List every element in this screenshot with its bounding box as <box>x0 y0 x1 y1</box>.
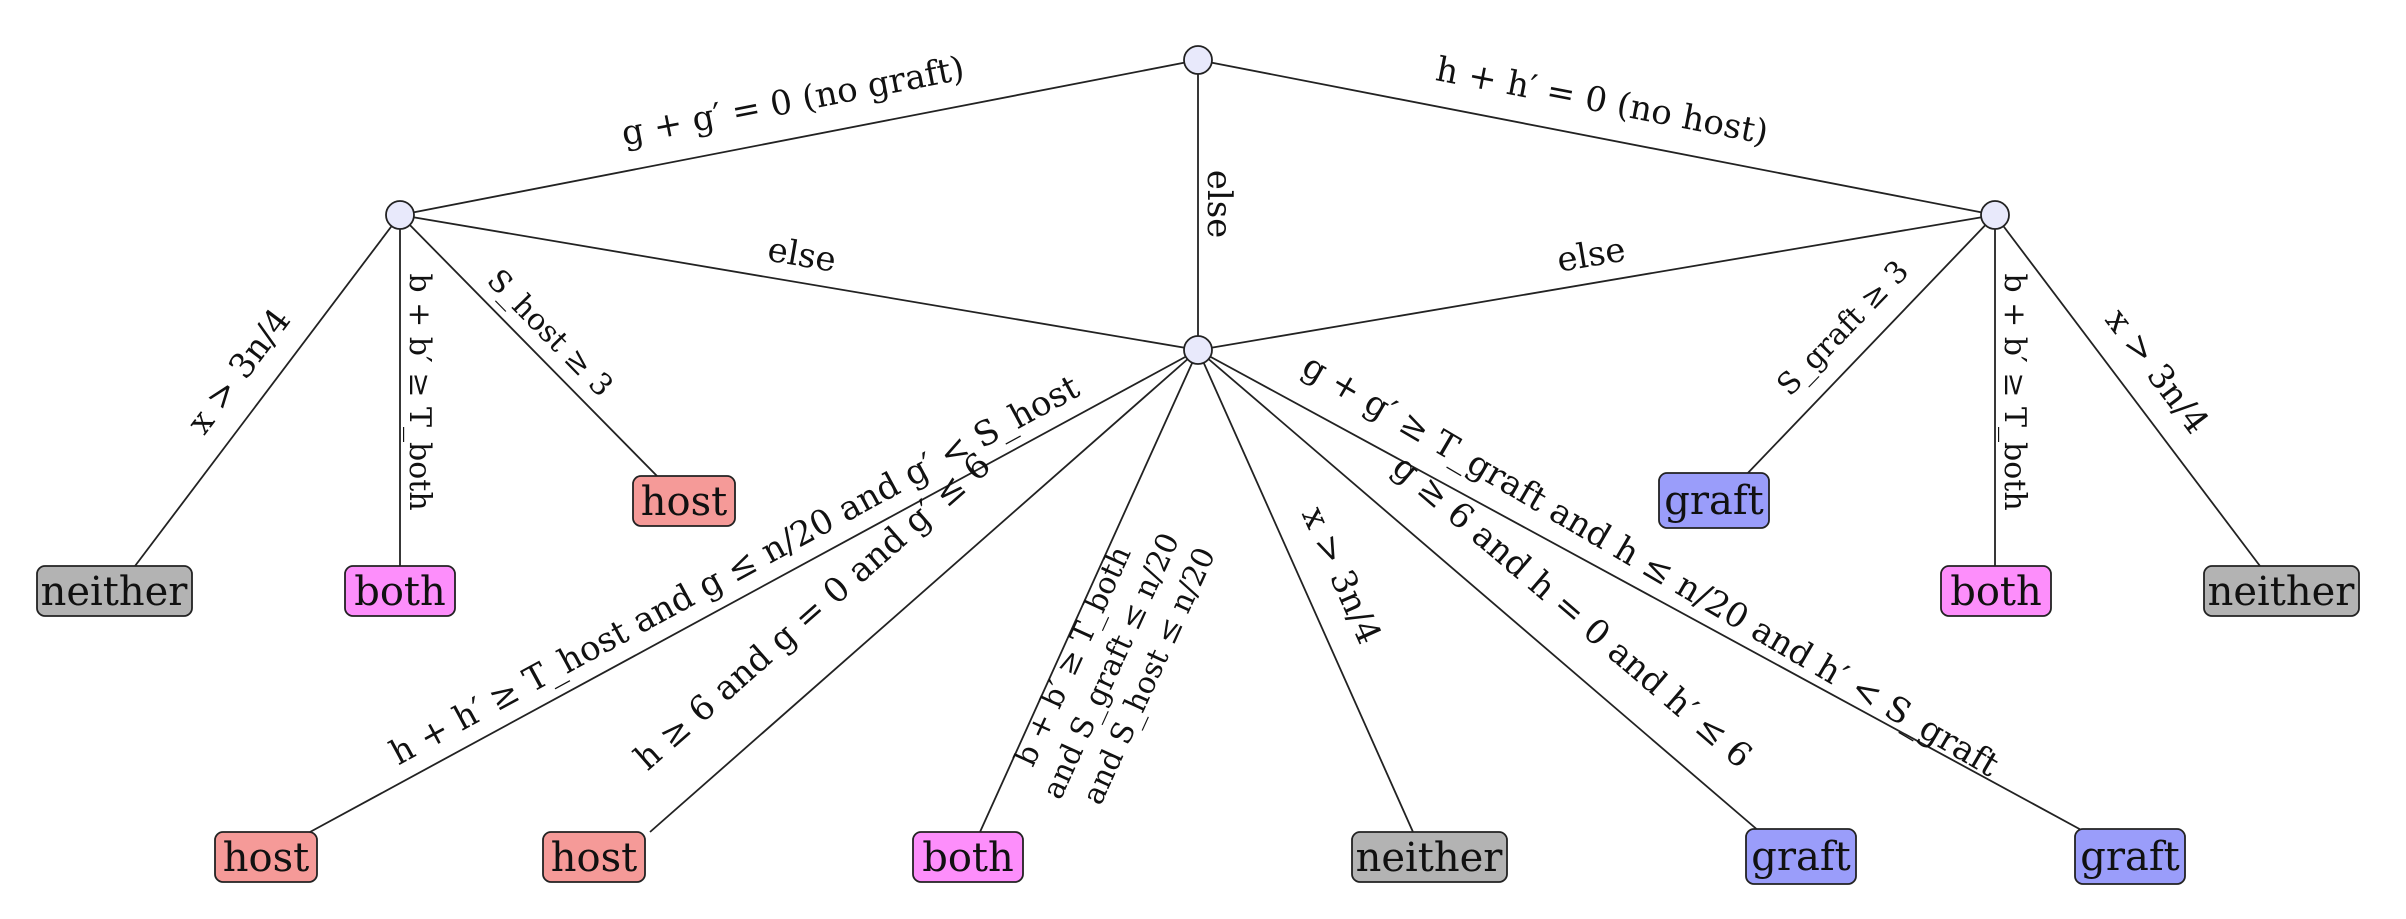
edge-center-both <box>979 349 1199 833</box>
leaf-label: host <box>641 479 727 525</box>
internal-nodes <box>385 45 2010 365</box>
label-center-graft2: g + g′ ≥ T_graft and h ≤ n/20 and h′ < S… <box>1295 346 2005 785</box>
label-right-center: else <box>1554 230 1628 281</box>
leaf-right-both: both <box>1940 565 2052 617</box>
leaf-left-neither: neither <box>36 565 193 617</box>
leaf-center-host2: host <box>542 831 646 883</box>
edge-right-center <box>1197 214 1996 351</box>
leaf-center-both: both <box>912 831 1024 883</box>
node-center <box>1183 335 1213 365</box>
edge-center-neither <box>1197 349 1414 833</box>
leaf-label: graft <box>1664 478 1763 524</box>
leaf-center-neither: neither <box>1351 831 1508 883</box>
edge-center-host2 <box>649 349 1199 833</box>
edge-left-host <box>399 214 658 477</box>
label-left-host: S_host ≥ 3 <box>480 263 620 404</box>
label-center-neither: x > 3n/4 <box>1293 501 1389 651</box>
leaf-label: both <box>1950 569 2042 615</box>
edge-right-graft <box>1744 214 1996 477</box>
leaf-label: graft <box>1751 834 1850 880</box>
leaf-label: both <box>922 835 1014 881</box>
leaf-label: neither <box>1356 835 1504 881</box>
leaf-label: neither <box>2208 569 2356 615</box>
label-left-center: else <box>765 230 839 281</box>
label-top-center: else <box>1199 170 1239 239</box>
label-center-host1: h + h′ ≥ T_host and g ≤ n/20 and g′ < S_… <box>383 367 1086 773</box>
label-right-neither: x > 3n/4 <box>2097 301 2217 442</box>
leaf-center-host1: host <box>214 831 318 883</box>
edge-center-graft2 <box>1197 349 2086 833</box>
edge-root-left <box>399 59 1199 216</box>
leaf-label: host <box>551 835 637 881</box>
leaves: neither both host graft both neither hos… <box>36 472 2360 885</box>
edge-root-right <box>1197 59 1996 216</box>
leaf-label: host <box>223 835 309 881</box>
edges <box>134 59 2261 833</box>
leaf-left-both: both <box>344 565 456 617</box>
leaf-center-graft1: graft <box>1745 828 1857 885</box>
node-root <box>1183 45 1213 75</box>
node-right <box>1980 200 2010 230</box>
label-left-both: b + b′ ≥ T_both <box>402 273 437 510</box>
label-right-graft: S_graft ≥ 3 <box>1770 254 1916 403</box>
node-left <box>385 200 415 230</box>
leaf-label: both <box>354 569 446 615</box>
leaf-center-graft2: graft <box>2074 828 2186 885</box>
edge-left-center <box>399 214 1199 351</box>
label-right-both: b + b′ ≥ T_both <box>1997 273 2032 510</box>
edge-center-graft1 <box>1197 349 1761 833</box>
edge-center-host1 <box>309 349 1199 833</box>
leaf-label: neither <box>41 569 189 615</box>
leaf-left-host: host <box>632 475 736 527</box>
edge-left-neither <box>134 214 401 567</box>
edge-right-neither <box>1994 214 2261 567</box>
leaf-label: graft <box>2080 834 2179 880</box>
leaf-right-neither: neither <box>2203 565 2360 617</box>
label-top-right: h + h′ = 0 (no host) <box>1433 49 1772 153</box>
leaf-right-graft: graft <box>1658 472 1770 529</box>
